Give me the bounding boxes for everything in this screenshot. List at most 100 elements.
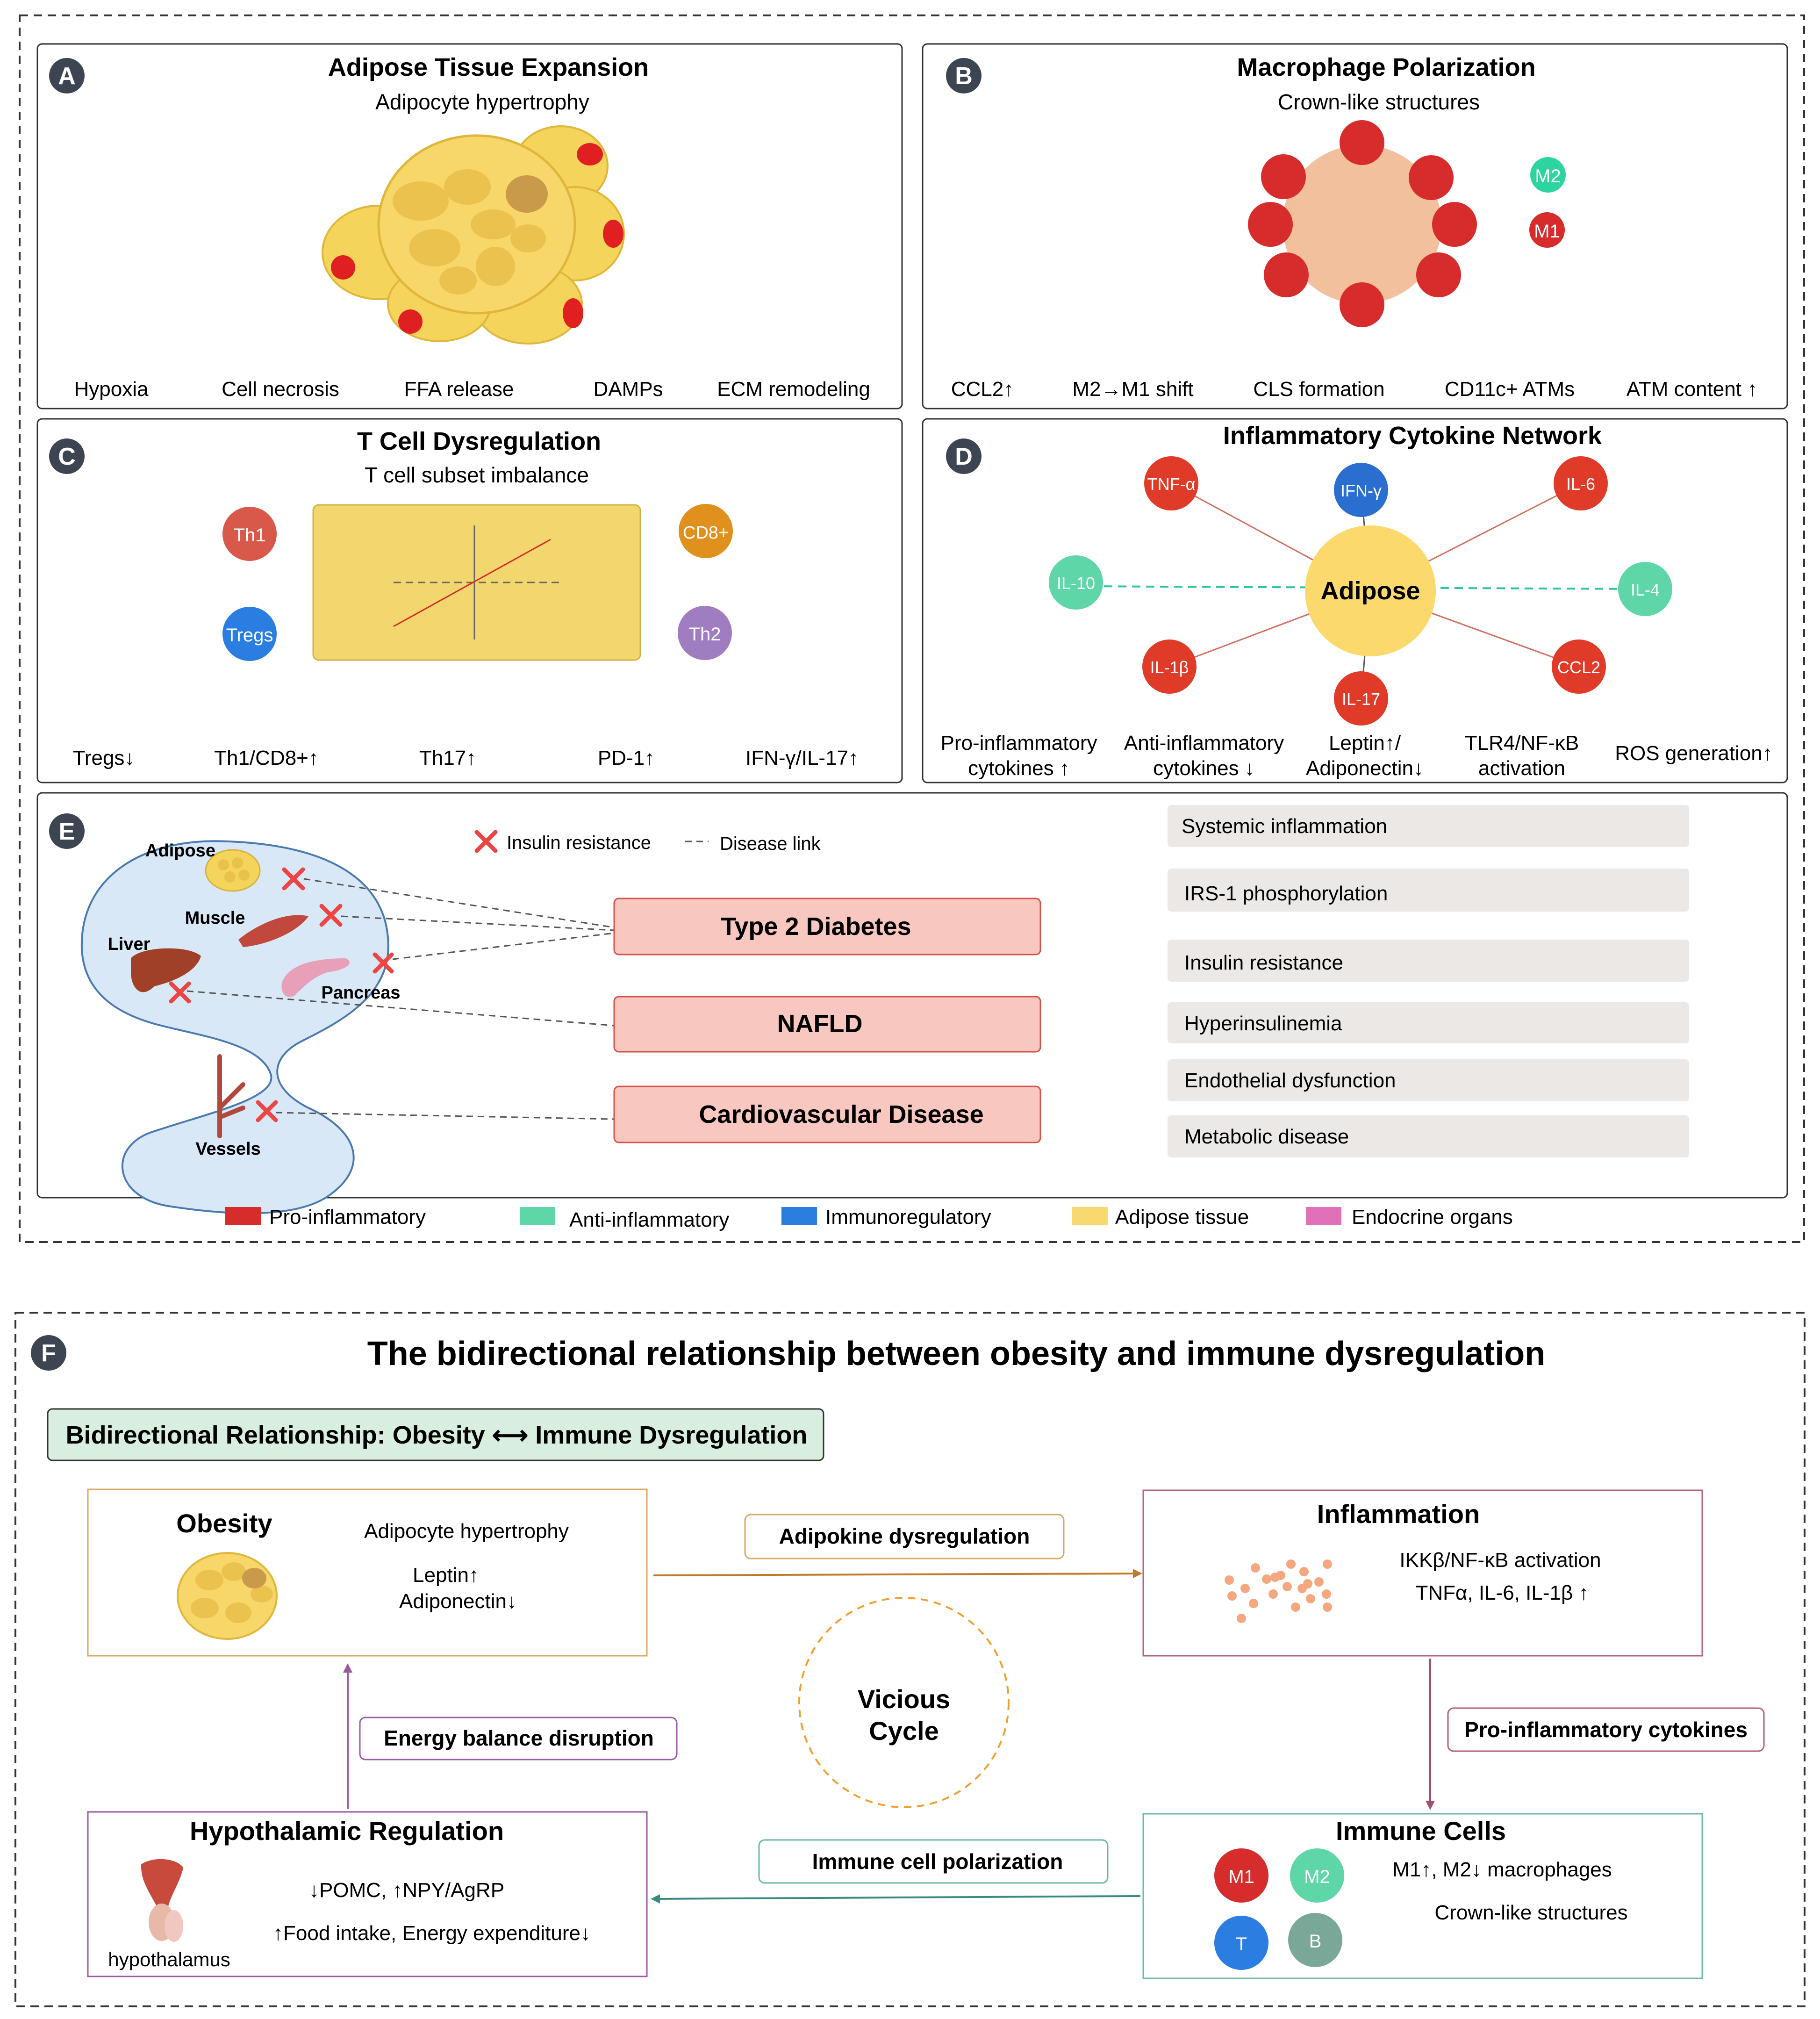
panel-f-header: Bidirectional Relationship: Obesity ⟷ Im… bbox=[66, 1421, 808, 1449]
panel-d-label-1b: cytokines ↑ bbox=[968, 757, 1070, 780]
panel-c-label-3: Th17↑ bbox=[419, 747, 476, 769]
organ-label-vessels: Vessels bbox=[195, 1139, 260, 1159]
obesity-title: Obesity bbox=[176, 1509, 272, 1538]
vessels-organ-icon bbox=[217, 1054, 245, 1138]
tregs-label: Tregs bbox=[226, 625, 273, 646]
il6-node bbox=[1554, 456, 1608, 510]
panel-d-label-3a: Leptin↑/ bbox=[1329, 732, 1401, 754]
legend-endocrine: Endocrine organs bbox=[1352, 1206, 1513, 1229]
disease-box-nafld bbox=[613, 996, 1041, 1053]
organ-label-adipose: Adipose bbox=[145, 841, 215, 861]
hypothalamus-organ-label: hypothalamus bbox=[108, 1948, 230, 1970]
tregs-circle bbox=[222, 607, 277, 661]
inflammation-title: Inflammation bbox=[1317, 1499, 1480, 1529]
m1-cell-label: M1 bbox=[1228, 1867, 1254, 1887]
panel-c-label-5: IFN-γ/IL-17↑ bbox=[745, 747, 859, 769]
panel-c-subtitle: T cell subset imbalance bbox=[365, 463, 589, 487]
body-silhouette bbox=[80, 840, 389, 1214]
mechanism-4: Hyperinsulinemia bbox=[1184, 1012, 1342, 1035]
il17-node bbox=[1334, 671, 1388, 726]
ifn-label: IFN-γ bbox=[1340, 481, 1382, 500]
th1-circle bbox=[222, 507, 277, 561]
top-dashed-frame bbox=[19, 14, 1805, 1243]
panel-d-title: Inflammatory Cytokine Network bbox=[1223, 422, 1602, 450]
panel-f: F The bidirectional relationship between… bbox=[31, 1335, 1765, 1979]
badge-f-letter: F bbox=[41, 1340, 56, 1367]
disease-label-cvd: Cardiovascular Disease bbox=[699, 1100, 983, 1128]
inflammation-box bbox=[1142, 1489, 1703, 1657]
m1-cell bbox=[1214, 1848, 1268, 1903]
panel-c-title: T Cell Dysregulation bbox=[357, 427, 601, 455]
obesity-line-1: Adipocyte hypertrophy bbox=[364, 1520, 569, 1543]
disease-label-t2d: Type 2 Diabetes bbox=[721, 913, 911, 941]
il4-label: IL-4 bbox=[1631, 580, 1660, 599]
t-cell-balance-box bbox=[312, 504, 641, 661]
legend-anti: Anti-inflammatory bbox=[569, 1208, 729, 1231]
panel-d-label-2b: cytokines ↓ bbox=[1153, 757, 1255, 780]
panel-a-title: Adipose Tissue Expansion bbox=[328, 53, 649, 81]
disease-box-t2d bbox=[613, 898, 1041, 956]
panel-a-label-2: Cell necrosis bbox=[222, 378, 339, 401]
panel-b: B Macrophage Polarization Crown-like str… bbox=[922, 43, 1788, 410]
panel-d-label-4a: TLR4/NF-κB bbox=[1465, 732, 1579, 754]
obesity-line-2: Leptin↑ bbox=[413, 1564, 479, 1587]
t-cell-label: T bbox=[1236, 1934, 1247, 1954]
panel-c-label-2: Th1/CD8+↑ bbox=[214, 747, 319, 769]
il4-node bbox=[1618, 562, 1672, 616]
crown-like-structure-illustration bbox=[1248, 120, 1477, 327]
panel-d-label-1a: Pro-inflammatory bbox=[941, 732, 1097, 754]
panel-d-label-3b: Adiponectin↓ bbox=[1306, 757, 1424, 780]
arrow-obesity-to-inflammation bbox=[653, 1573, 1137, 1576]
m2-cell bbox=[1290, 1848, 1344, 1903]
badge-e bbox=[49, 813, 85, 849]
vicious-cycle-ring bbox=[798, 1597, 1010, 1808]
panel-b-label-2: M2→M1 shift bbox=[1072, 378, 1193, 401]
panel-b-label-5: ATM content ↑ bbox=[1627, 378, 1757, 401]
m2-cell-label: M2 bbox=[1304, 1867, 1330, 1887]
pancreas-organ-icon bbox=[281, 958, 350, 997]
panel-a-label-5: ECM remodeling bbox=[717, 378, 870, 401]
m2-legend-circle bbox=[1530, 157, 1566, 193]
badge-c-letter: C bbox=[58, 443, 76, 470]
panel-a-label-3: FFA release bbox=[404, 378, 514, 401]
b-cell-label: B bbox=[1309, 1931, 1322, 1952]
obesity-line-3: Adiponectin↓ bbox=[399, 1590, 517, 1613]
b-cell bbox=[1288, 1913, 1342, 1967]
disease-box-cvd bbox=[613, 1085, 1041, 1143]
mechanism-2: IRS-1 phosphorylation bbox=[1184, 882, 1388, 905]
panel-c-label-4: PD-1↑ bbox=[598, 747, 655, 769]
badge-d bbox=[946, 438, 982, 474]
liver-organ-icon bbox=[131, 948, 201, 992]
m1-legend-circle bbox=[1529, 212, 1565, 248]
ifn-node bbox=[1334, 463, 1388, 517]
adipose-hub-circle bbox=[1305, 525, 1436, 656]
th2-circle bbox=[678, 606, 732, 660]
tnf-node bbox=[1144, 456, 1198, 510]
label-box-proinflam bbox=[1447, 1707, 1765, 1752]
panel-a-subtitle: Adipocyte hypertrophy bbox=[375, 90, 589, 114]
arrow-label-energy: Energy balance disruption bbox=[384, 1726, 654, 1750]
arrow-label-adipokine: Adipokine dysregulation bbox=[779, 1524, 1030, 1548]
m2-legend-label: M2 bbox=[1535, 166, 1561, 187]
badge-b-letter: B bbox=[955, 63, 973, 90]
panel-b-label-4: CD11c+ ATMs bbox=[1445, 378, 1575, 401]
hypothalamic-line-1: ↓POMC, ↑NPY/AgRP bbox=[309, 1879, 504, 1902]
label-box-energy bbox=[359, 1717, 678, 1760]
cytokine-particles-icon bbox=[1225, 1559, 1332, 1623]
hypothalamic-title: Hypothalamic Regulation bbox=[190, 1816, 504, 1846]
legend-pro: Pro-inflammatory bbox=[269, 1206, 426, 1229]
immune-line-2: Crown-like structures bbox=[1434, 1901, 1627, 1924]
mechanism-6: Metabolic disease bbox=[1184, 1125, 1349, 1148]
il17-label: IL-17 bbox=[1342, 690, 1380, 709]
adipose-organ-icon bbox=[205, 849, 261, 892]
mechanism-5: Endothelial dysfunction bbox=[1184, 1069, 1396, 1092]
arrow-immune-to-hypothalamus bbox=[656, 1895, 1141, 1900]
cd8-label: CD8+ bbox=[683, 523, 729, 543]
panel-c-label-1: Tregs↓ bbox=[73, 747, 135, 769]
badge-c bbox=[49, 438, 85, 474]
panel-d-label-4b: activation bbox=[1478, 757, 1565, 780]
panel-d-label-5: ROS generation↑ bbox=[1615, 742, 1773, 765]
badge-a bbox=[49, 58, 85, 93]
badge-f bbox=[31, 1335, 66, 1371]
